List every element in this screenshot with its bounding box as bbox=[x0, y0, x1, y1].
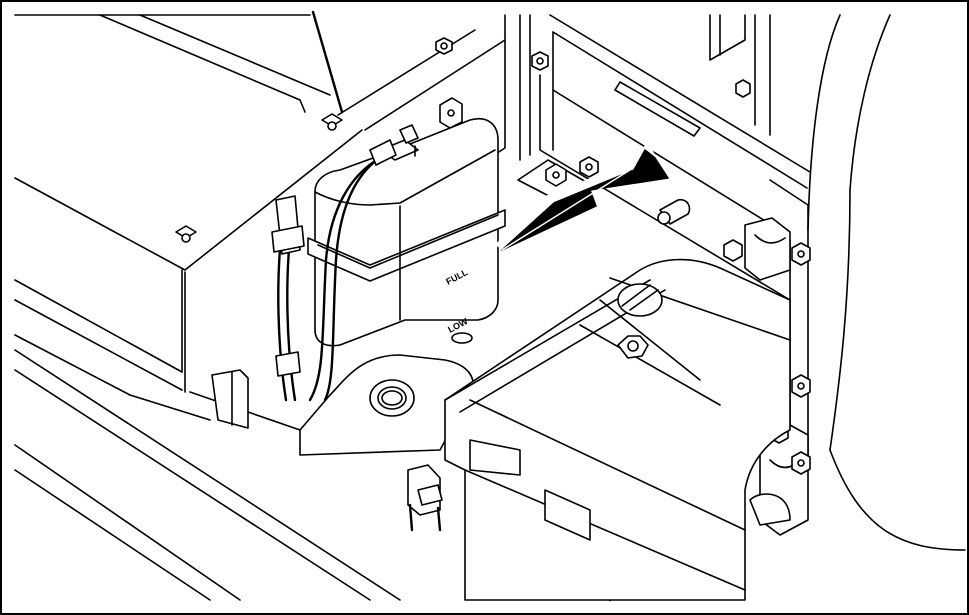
hose-clamp bbox=[369, 124, 419, 166]
bolt-icon bbox=[735, 79, 751, 98]
coolant-reservoir: FULL LOW bbox=[307, 118, 506, 347]
bolt-icon bbox=[791, 242, 811, 266]
filler-cap-icon bbox=[617, 283, 663, 317]
bolt-icon bbox=[791, 374, 811, 398]
lower-fitting bbox=[407, 464, 443, 532]
washer-tank-cap-icon bbox=[381, 390, 403, 406]
coolant-hose bbox=[271, 148, 622, 602]
lower-cowling bbox=[14, 334, 401, 601]
left-cover-panel bbox=[14, 14, 363, 393]
pointer-arrow bbox=[495, 140, 669, 251]
wing-nut-icon bbox=[175, 225, 197, 243]
bracket bbox=[439, 97, 463, 129]
bolt-icon bbox=[723, 239, 743, 262]
bolt-icon bbox=[791, 451, 811, 475]
knob-icon bbox=[617, 335, 649, 359]
bolt-icon bbox=[435, 37, 453, 55]
right-frame bbox=[539, 14, 966, 551]
wing-nut-icon bbox=[321, 113, 343, 131]
engine-cover bbox=[444, 258, 791, 601]
fitting-icon bbox=[657, 198, 691, 225]
dipstick-rod bbox=[311, 10, 344, 114]
bolt-icon bbox=[531, 51, 549, 71]
bolt-icon bbox=[579, 156, 599, 178]
